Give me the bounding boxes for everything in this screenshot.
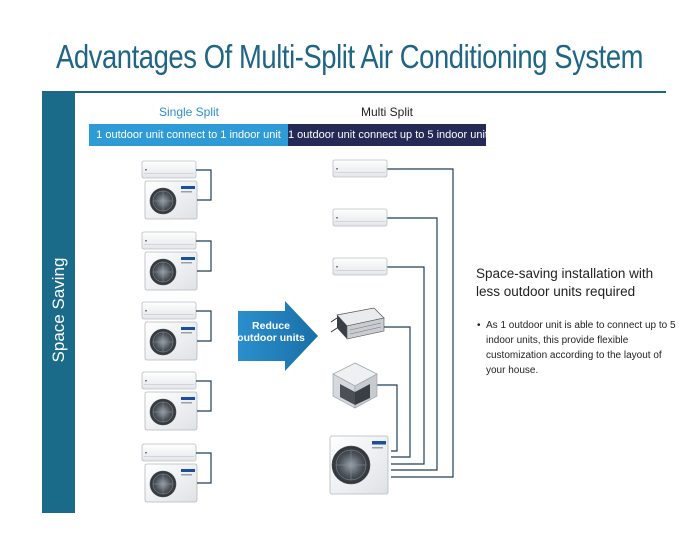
reduce-arrow-label: Reduce outdoor units (233, 320, 309, 344)
single-split-pair-1 (141, 160, 212, 220)
single-split-pair-3 (141, 301, 212, 361)
single-split-pair-5 (141, 443, 212, 503)
page-title: Advantages Of Multi-Split Air Conditioni… (56, 38, 644, 75)
reduce-arrow-line-1: Reduce (252, 320, 290, 332)
multi-indoor-wall-3 (332, 257, 388, 276)
info-bullet-list: As 1 outdoor unit is able to connect up … (477, 318, 677, 378)
multi-indoor-wall-1 (332, 159, 388, 178)
reduce-arrow (238, 301, 318, 371)
refrigerant-pipes (377, 168, 454, 478)
multi-indoor-wall-2 (332, 208, 388, 227)
multi-split-band: 1 outdoor unit connect up to 5 indoor un… (288, 124, 486, 146)
single-split-band: 1 outdoor unit connect to 1 indoor unit (89, 124, 288, 146)
multi-indoor-cassette (332, 362, 378, 409)
multi-indoor-ducted (330, 307, 385, 340)
info-heading: Space-saving installation with less outd… (476, 266, 654, 299)
single-split-heading: Single Split (158, 105, 220, 119)
info-bullet: As 1 outdoor unit is able to connect up … (477, 318, 677, 378)
single-split-pair-4 (141, 371, 212, 431)
multi-outdoor-unit (329, 435, 389, 495)
reduce-arrow-line-2: outdoor units (237, 332, 305, 344)
multi-split-heading: Multi Split (360, 105, 413, 119)
single-split-pair-2 (141, 231, 212, 291)
title-rule (42, 91, 666, 93)
side-bar (42, 93, 75, 513)
